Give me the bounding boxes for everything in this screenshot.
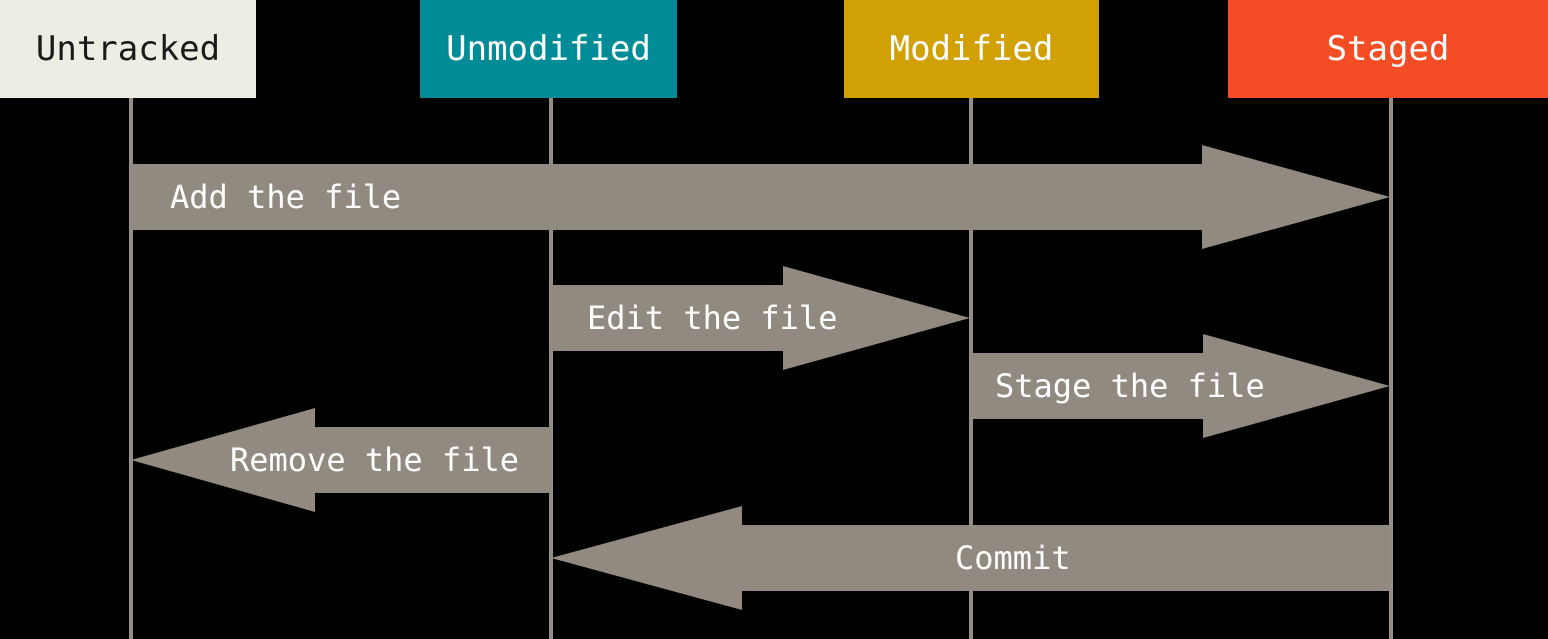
arrow-head-right-icon [1202,145,1390,249]
transition-label-remove-the-file: Remove the file [230,441,519,479]
transition-label-commit: Commit [955,539,1071,577]
arrow-head-left-icon [551,506,742,610]
transition-label-stage-the-file: Stage the file [995,367,1265,405]
state-label-modified: Modified [889,29,1054,69]
state-header-staged: Staged [1228,0,1548,98]
state-header-untracked: Untracked [0,0,256,98]
arrow-head-left-icon [131,408,315,512]
state-header-modified: Modified [844,0,1099,98]
arrow-shaft [971,353,1203,419]
state-header-unmodified: Unmodified [420,0,677,98]
lifeline-unmodified [549,98,553,639]
state-label-staged: Staged [1326,29,1450,69]
arrow-shaft [551,285,783,351]
transition-label-add-the-file: Add the file [170,178,402,216]
arrow-shaft [742,525,1390,591]
transition-label-edit-the-file: Edit the file [587,299,838,337]
lifeline-untracked [129,98,133,639]
state-label-untracked: Untracked [35,29,221,69]
lifeline-staged [1389,98,1393,639]
arrow-head-right-icon [783,266,970,370]
state-label-unmodified: Unmodified [446,29,651,69]
arrow-head-right-icon [1203,334,1390,438]
arrow-shaft [131,164,1202,230]
arrow-shaft [315,427,551,493]
